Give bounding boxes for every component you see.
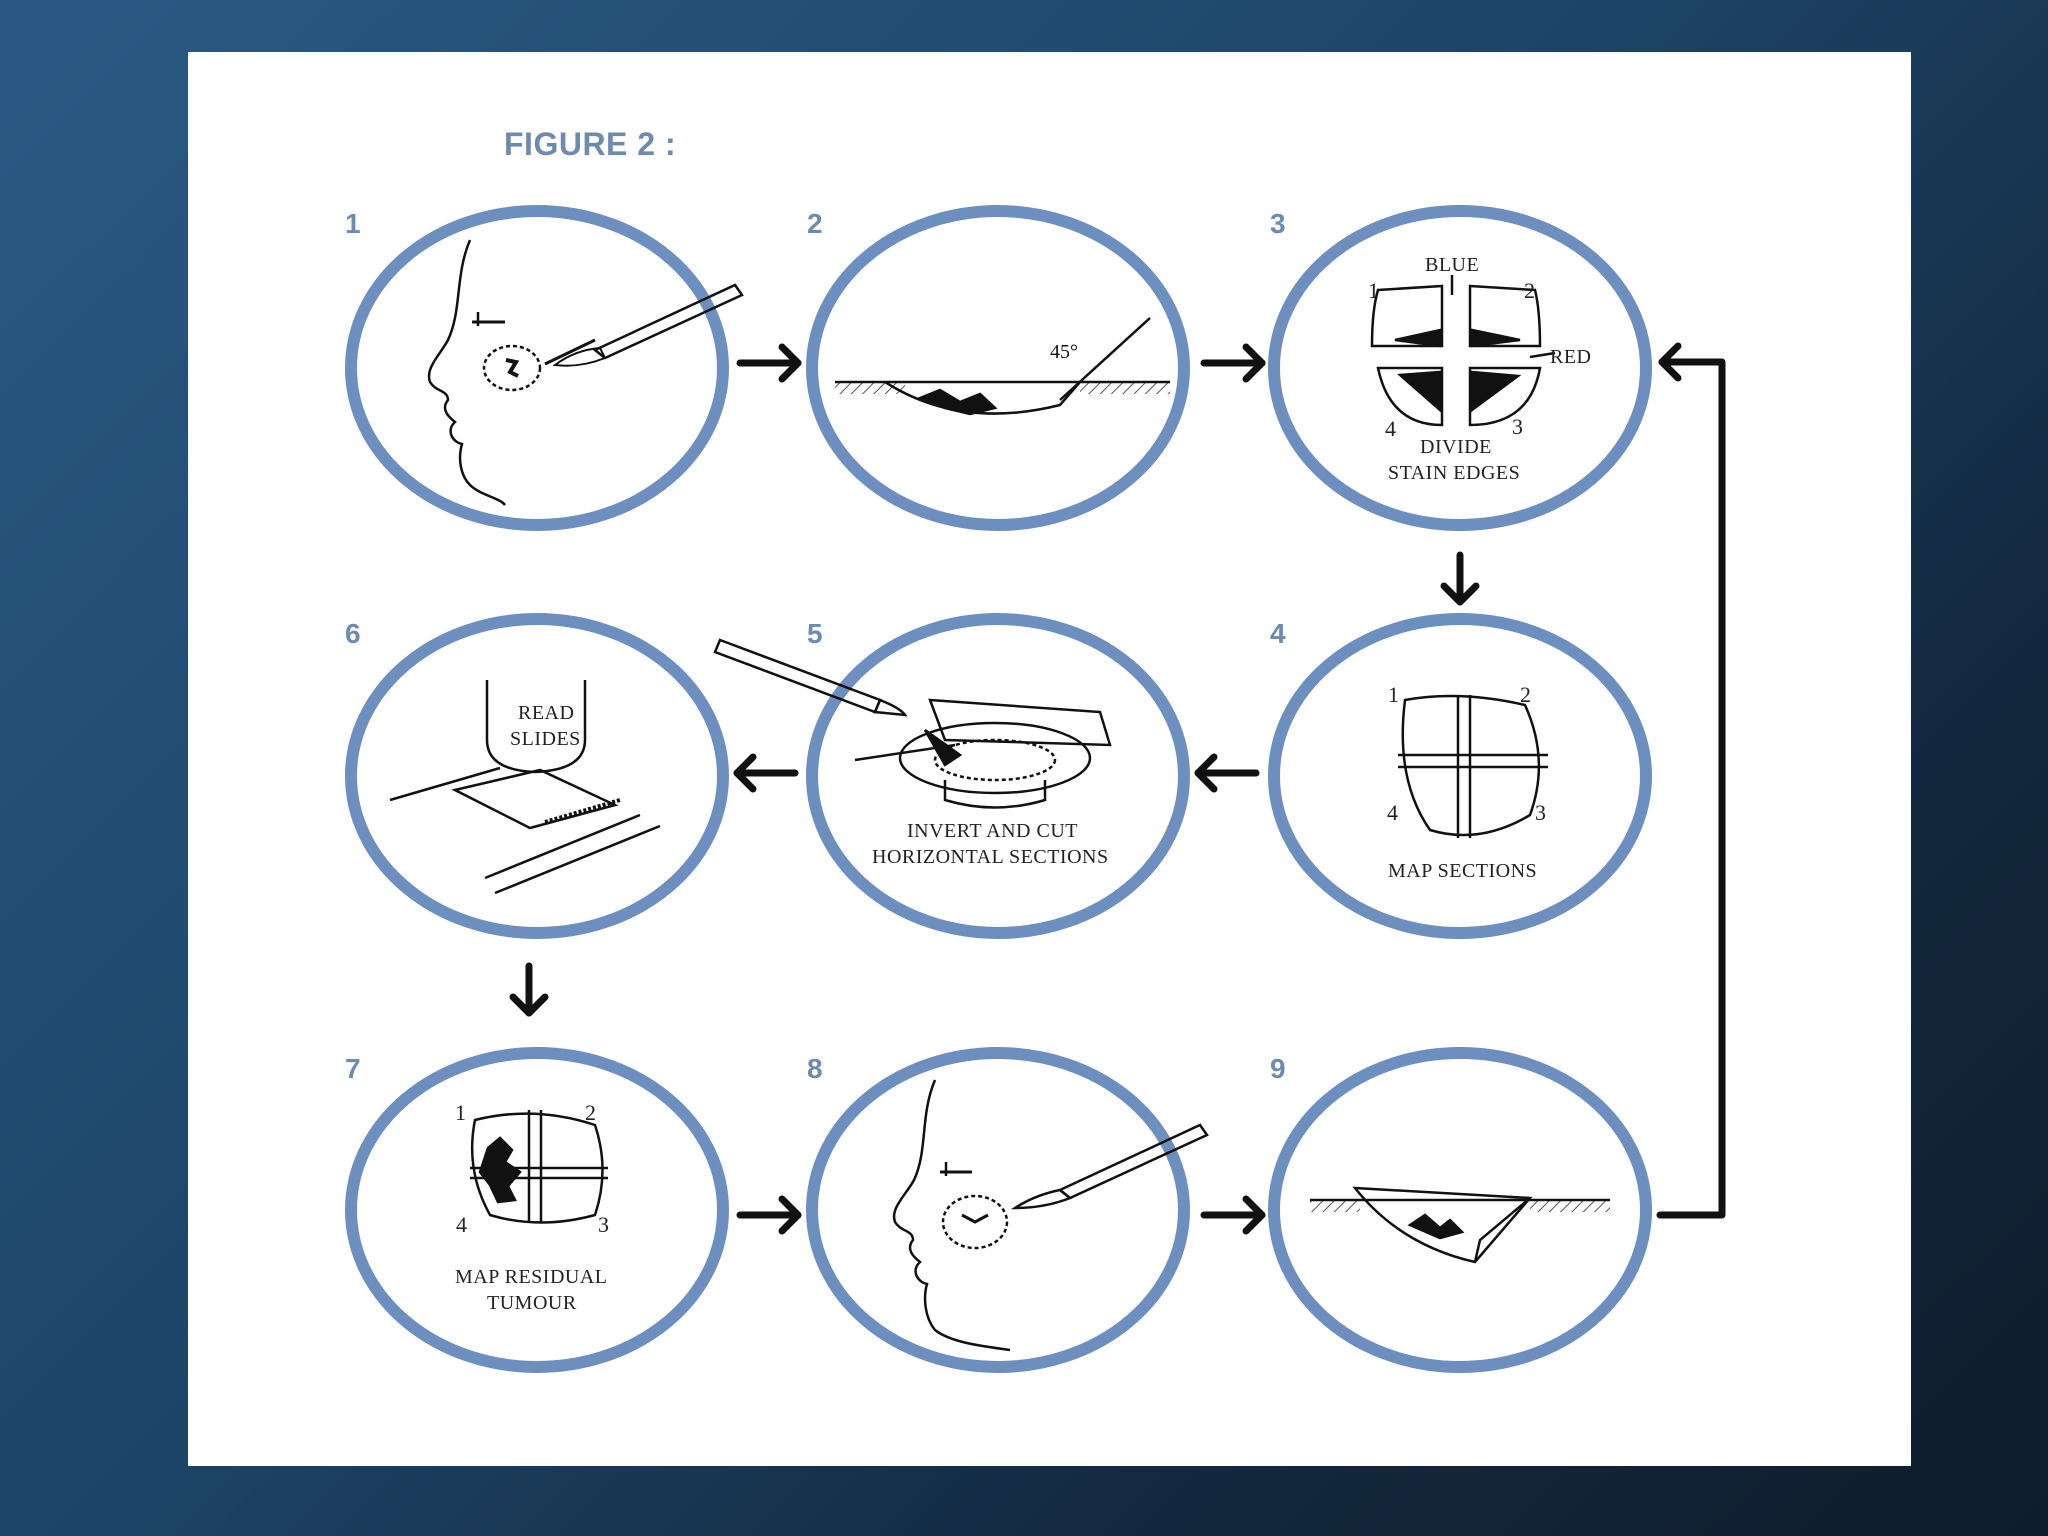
arrow-3-to-4: [1440, 551, 1480, 606]
step-4-caption: MAP SECTIONS: [1388, 860, 1538, 882]
step-ring-3: [1268, 205, 1652, 531]
step-3-quadrant-1: 1: [1368, 278, 1379, 303]
step-5-caption-line-1: INVERT AND CUT: [907, 820, 1078, 842]
arrow-6-to-7: [509, 962, 549, 1017]
step-7-illustration: [470, 1110, 608, 1224]
arrow-8-to-9: [1200, 1195, 1266, 1235]
arrow-2-to-3: [1200, 343, 1266, 383]
step-9-illustration: [1310, 1186, 1610, 1264]
step-5-illustration: [713, 638, 1112, 809]
step-4-quadrant-4: 4: [1387, 800, 1398, 825]
step-2-illustration: 45°: [835, 317, 1170, 416]
step-3-quadrant-4: 4: [1385, 416, 1396, 441]
step-ring-2: [806, 205, 1190, 531]
step-6-caption-line-1: READ: [518, 702, 575, 724]
arrow-1-to-2: [736, 343, 802, 383]
step-4-quadrant-2: 2: [1520, 682, 1531, 707]
figure-title: FIGURE 2 :: [504, 126, 677, 162]
step-7-quadrant-3: 3: [598, 1212, 609, 1237]
step-4-illustration: [1398, 694, 1548, 838]
arrow-4-to-5: [1194, 753, 1260, 793]
step-3-quadrant-2: 2: [1524, 278, 1535, 303]
step-ring-9: [1268, 1047, 1652, 1373]
step-number-3: 3: [1270, 208, 1286, 239]
step-3-caption-line-2: STAIN EDGES: [1388, 462, 1521, 484]
step-3-illustration: [1370, 275, 1556, 427]
step-number-9: 9: [1270, 1053, 1286, 1084]
step-ring-5: [806, 613, 1190, 939]
step-7-caption-line-1: MAP RESIDUAL: [455, 1266, 608, 1288]
arrow-9-back-to-3: [1656, 342, 1726, 1219]
step-ring-8: [806, 1047, 1190, 1373]
step-number-8: 8: [807, 1053, 823, 1084]
arrow-7-to-8: [736, 1195, 802, 1235]
step-ring-7: [345, 1047, 729, 1373]
step-7-caption-line-2: TUMOUR: [487, 1292, 577, 1314]
step-number-7: 7: [345, 1053, 361, 1084]
step-number-1: 1: [345, 208, 361, 239]
step-5-caption-line-2: HORIZONTAL SECTIONS: [872, 846, 1109, 868]
step-number-5: 5: [807, 618, 823, 649]
step-1-illustration: [427, 239, 744, 506]
step-4-quadrant-1: 1: [1388, 682, 1399, 707]
step-number-4: 4: [1270, 618, 1286, 649]
step-ring-6: [345, 613, 729, 939]
step-3-red-label: RED: [1550, 346, 1592, 368]
step-4-quadrant-3: 3: [1535, 800, 1546, 825]
step-7-quadrant-4: 4: [456, 1212, 467, 1237]
step-number-2: 2: [807, 208, 823, 239]
arrow-5-to-6: [733, 753, 799, 793]
step-6-caption-line-2: SLIDES: [510, 728, 581, 750]
step-7-quadrant-1: 1: [455, 1100, 466, 1125]
step-2-angle-label: 45°: [1050, 341, 1078, 363]
step-ring-4: [1268, 613, 1652, 939]
step-3-caption-line-1: DIVIDE: [1420, 436, 1492, 458]
step-3-quadrant-3: 3: [1512, 414, 1523, 439]
step-ring-1: [345, 205, 729, 531]
step-7-quadrant-2: 2: [585, 1100, 596, 1125]
step-6-illustration: [389, 680, 661, 895]
step-3-blue-label: BLUE: [1425, 254, 1480, 276]
step-8-illustration: [892, 1079, 1209, 1352]
step-number-6: 6: [345, 618, 361, 649]
